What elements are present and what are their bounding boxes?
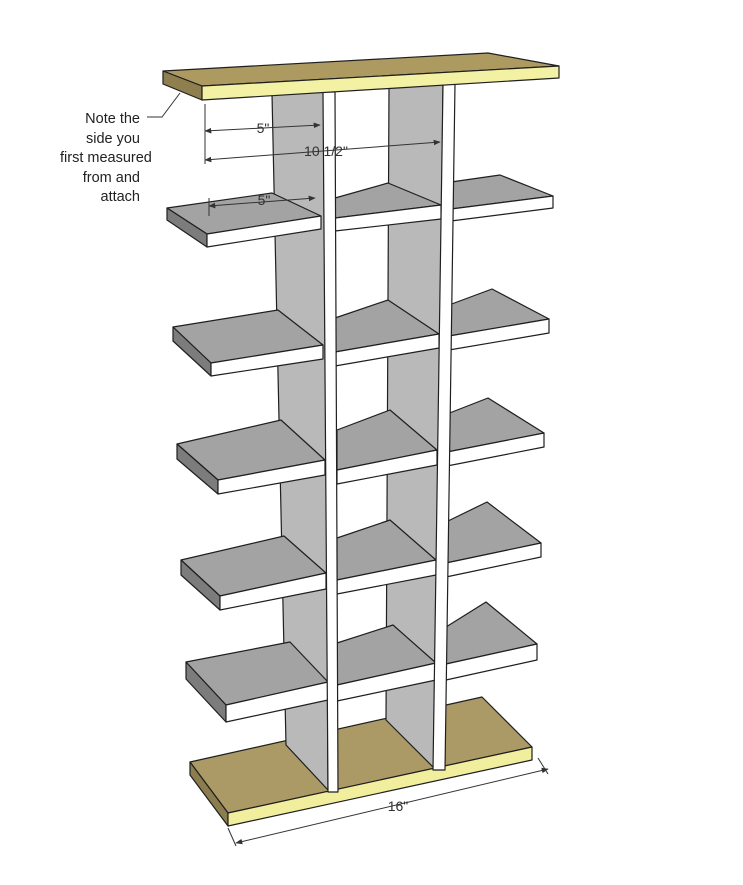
note-line-5: attach xyxy=(100,189,141,205)
dim-middle-span xyxy=(204,139,441,163)
shelf-1 xyxy=(166,174,554,248)
note-line-2: side you xyxy=(85,130,140,147)
dim-upper-gap-label: 5" xyxy=(257,120,270,136)
note-line-4: from and xyxy=(82,169,140,186)
dim-shelf-gap-label: 5" xyxy=(258,192,271,208)
note-line-3: first measured xyxy=(60,150,152,166)
dim-middle-span-label: 10 1/2" xyxy=(304,143,348,159)
note-leader-line xyxy=(147,92,181,118)
top-board xyxy=(162,52,560,101)
dim-base-width xyxy=(227,757,549,847)
dim-shelf-gap xyxy=(208,195,316,216)
note-line-1: Note the xyxy=(85,111,140,127)
dim-base-width-label: 16" xyxy=(388,798,409,814)
shelf-2 xyxy=(172,288,550,377)
assembly-note: Note the side you first measured from an… xyxy=(60,110,152,208)
shelf-5 xyxy=(185,601,538,723)
shelf-3 xyxy=(176,397,545,495)
shelf-4 xyxy=(180,501,542,611)
